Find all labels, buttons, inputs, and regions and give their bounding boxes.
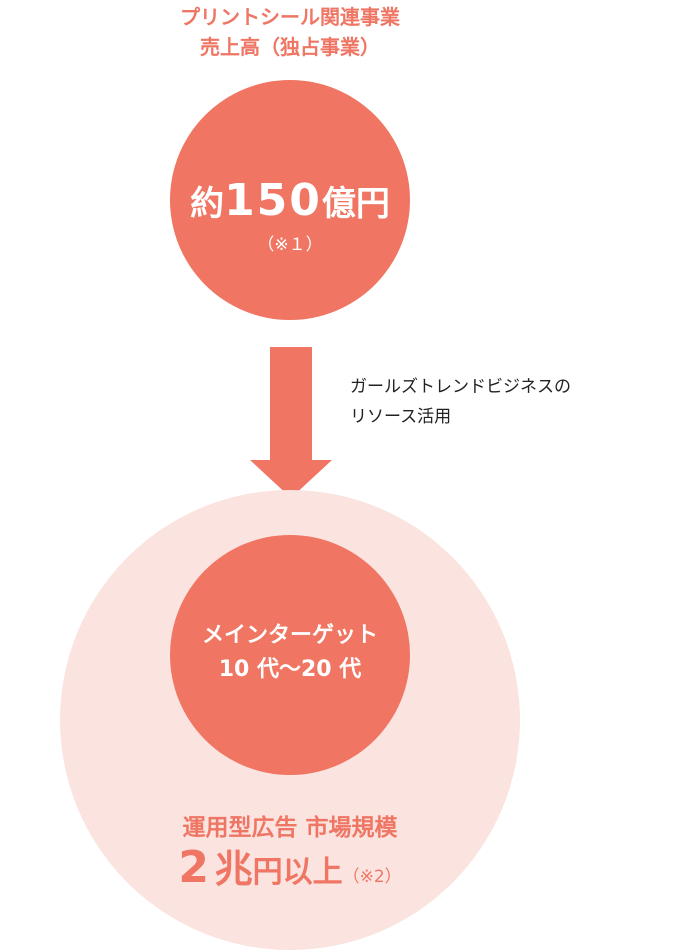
revenue-number: 150 <box>224 175 322 226</box>
target-circle: メインターゲット 10 代〜20 代 <box>170 535 410 775</box>
arrow-label: ガールズトレンドビジネスの リソース活用 <box>350 372 571 432</box>
revenue-note: （※１） <box>257 235 323 255</box>
revenue-circle: 約150億円 （※１） <box>170 80 410 320</box>
arrow-label-line2: リソース活用 <box>350 407 452 427</box>
market-unit1: 兆 <box>214 847 253 891</box>
arrow-label-line1: ガールズトレンドビジネスの <box>350 377 571 397</box>
market-note: （※2） <box>342 867 402 887</box>
revenue-unit: 億円 <box>321 184 390 224</box>
target-line1: メインターゲット <box>201 623 378 648</box>
top-label-line1: プリントシール関連事業 <box>180 5 400 29</box>
target-line2: 10 代〜20 代 <box>218 657 362 682</box>
market-label: 運用型広告 市場規模 <box>182 815 398 841</box>
market-unit2: 円以上 <box>252 855 343 890</box>
market-number: 2 <box>178 842 209 893</box>
top-label: プリントシール関連事業 売上高（独占事業） <box>90 2 490 62</box>
market-value: 2 兆円以上（※2） <box>90 838 490 893</box>
arrow-shaft <box>270 347 312 462</box>
top-label-line2: 売上高（独占事業） <box>200 35 380 59</box>
revenue-value: 約150億円 <box>170 175 410 226</box>
revenue-prefix: 約 <box>190 184 225 224</box>
